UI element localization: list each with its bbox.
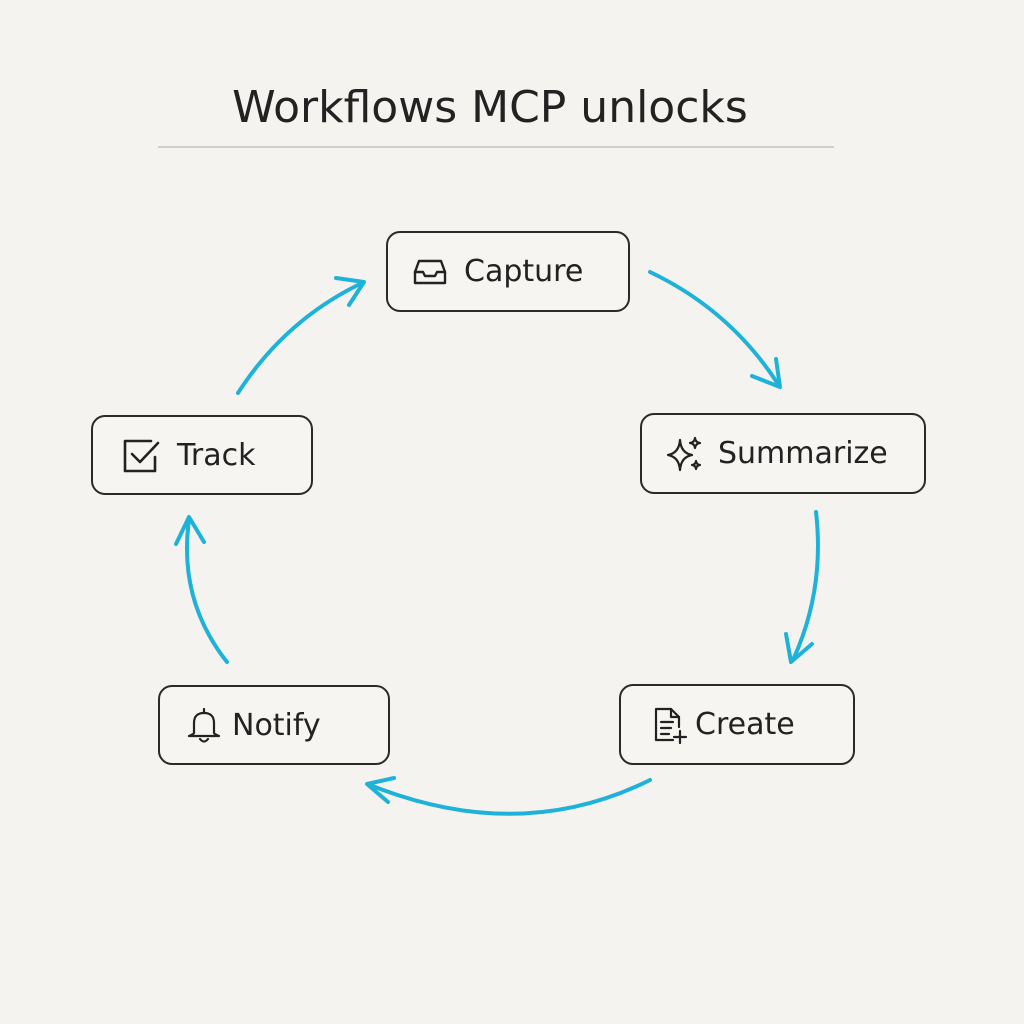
capture-node[interactable]: Capture (386, 231, 630, 312)
track-label: Track (177, 437, 256, 473)
inbox-tray-icon (410, 252, 450, 292)
notify-node[interactable]: Notify (158, 685, 390, 765)
document-add-icon (649, 705, 689, 745)
sparkles-icon (664, 434, 704, 474)
bell-icon (184, 705, 224, 745)
arrow-track-to-capture-head (334, 276, 366, 307)
arrow-create-to-notify (368, 778, 652, 816)
arrow-notify-to-track (185, 518, 229, 664)
track-node[interactable]: Track (91, 415, 313, 495)
capture-label: Capture (464, 254, 584, 289)
arrow-summarize-to-create (791, 510, 820, 662)
checkbox-checked-icon (121, 435, 161, 475)
diagram-title: Workflows MCP unlocks (232, 82, 748, 133)
arrow-capture-to-summarize-head (750, 357, 782, 389)
notify-label: Notify (232, 707, 321, 743)
arrow-summarize-to-create-head (784, 632, 814, 664)
arrow-track-to-capture (236, 281, 364, 395)
arrow-notify-to-track-head (174, 515, 206, 546)
summarize-node[interactable]: Summarize (640, 413, 926, 494)
create-node[interactable]: Create (619, 684, 855, 765)
summarize-label: Summarize (718, 436, 888, 471)
create-label: Create (695, 707, 795, 742)
arrow-capture-to-summarize (648, 270, 780, 386)
arrow-create-to-notify-head (365, 776, 396, 804)
title-divider (158, 146, 834, 148)
